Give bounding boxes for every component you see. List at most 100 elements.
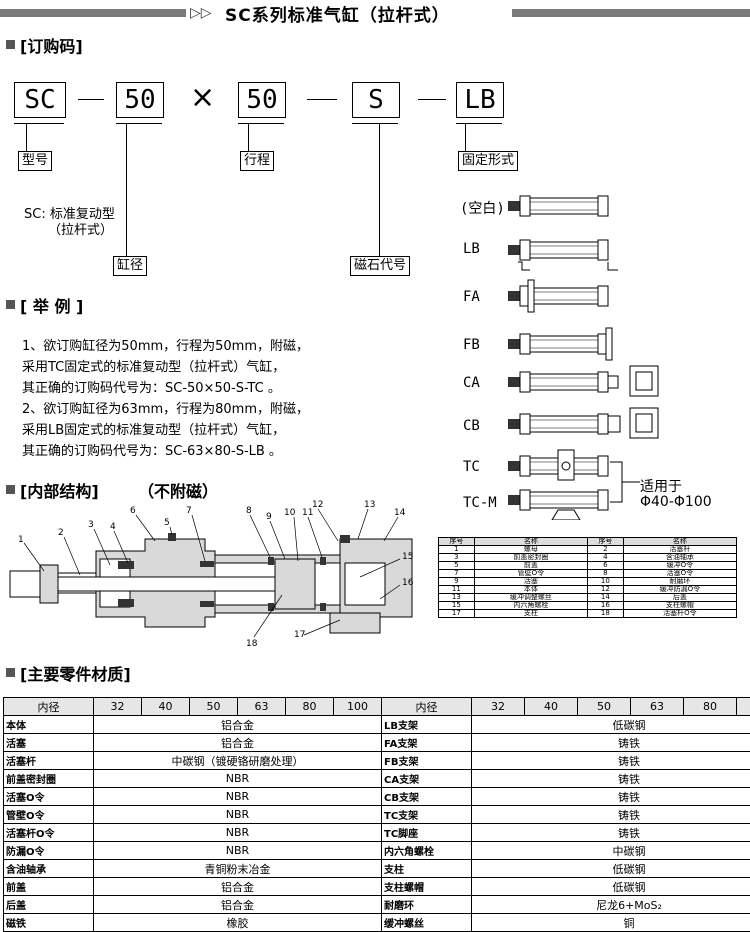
mount-ca: CA: [463, 375, 480, 391]
material: 铸铁: [471, 769, 750, 788]
underline: [352, 123, 398, 124]
example-line: 其正确的订购码代号为：SC-63×80-S-LB 。: [22, 444, 282, 459]
times-sign: ×: [190, 80, 216, 115]
header-cell: 50: [189, 697, 238, 716]
dash: [307, 99, 337, 100]
cyl-fb: [507, 327, 613, 361]
example-section-title: [ 举 例 ]: [20, 297, 84, 316]
underline: [238, 123, 284, 124]
code-mount: LB: [456, 82, 504, 118]
callout-10: 10: [284, 508, 296, 518]
example-line: 1、欲订购缸径为50mm，行程为50mm，附磁，: [22, 339, 310, 354]
material: 低碳钢: [471, 715, 750, 734]
label-stroke: 行程: [240, 151, 275, 171]
code-stroke: 50: [238, 82, 286, 118]
part-name: CA支架: [381, 769, 472, 788]
materials-section-title: [主要零件材质]: [20, 665, 131, 684]
material: 尼龙6+MoS₂: [471, 895, 750, 914]
header-arrows: ▷▷: [190, 5, 212, 21]
part-name: 含油轴承: [3, 859, 94, 878]
table-cell: 17: [438, 609, 475, 618]
header-cell: 32: [93, 697, 142, 716]
part-name: 管壁O令: [3, 805, 94, 824]
cyl-tc: [507, 449, 609, 481]
applies-text-2: Φ40-Φ100: [640, 494, 712, 510]
material: NBR: [93, 769, 382, 788]
callout-16: 16: [402, 578, 414, 588]
table-cell: 支柱: [473, 609, 588, 618]
part-name: 活塞O令: [3, 787, 94, 806]
mount-tc: TC: [463, 459, 480, 475]
callout-2: 2: [58, 528, 64, 538]
material: 中碳钢（镀硬铬研磨处理）: [93, 751, 382, 770]
example-line: 采用LB固定式的标准复动型（拉杆式）气缸，: [22, 423, 286, 438]
sc-desc-1: SC: 标准复动型: [24, 207, 115, 222]
material: 橡胶: [93, 913, 382, 932]
mount-blank: (空白): [460, 201, 505, 217]
table-row: 活塞杆中碳钢（镀硬铬研磨处理）FB支架铸铁: [3, 751, 750, 770]
material: 铸铁: [471, 751, 750, 770]
table-cell: 18: [586, 609, 624, 618]
material: 铝合金: [93, 715, 382, 734]
underline: [116, 123, 162, 124]
part-name: 后盖: [3, 895, 94, 914]
part-name: LB支架: [381, 715, 472, 734]
label-mount: 固定形式: [458, 151, 519, 171]
part-name: 磁铁: [3, 913, 94, 932]
material: 铝合金: [93, 877, 382, 896]
callout-8: 8: [246, 506, 252, 516]
header-cell: 100: [736, 697, 750, 716]
structure-section-title: [内部结构]: [20, 482, 99, 501]
label-magnet: 磁石代号: [350, 256, 411, 276]
table-row: 后盖铝合金耐磨环尼龙6+MoS₂: [3, 895, 750, 914]
callout-5: 5: [164, 518, 170, 528]
mount-cb: CB: [463, 418, 480, 434]
material: 低碳钢: [471, 859, 750, 878]
callout-7: 7: [186, 506, 192, 516]
header-cell: 内径: [3, 697, 94, 716]
cyl-lb: [507, 239, 618, 271]
material: NBR: [93, 787, 382, 806]
header-cell: 80: [285, 697, 334, 716]
part-name: 支柱: [381, 859, 472, 878]
material: 铝合金: [93, 733, 382, 752]
material: 铸铁: [471, 733, 750, 752]
leader-line: [248, 123, 249, 151]
part-name: FA支架: [381, 733, 472, 752]
part-name: 活塞: [3, 733, 94, 752]
cyl-tc-m: [507, 489, 609, 520]
cyl-ca: [507, 365, 659, 397]
header-cell: 100: [333, 697, 382, 716]
part-name: 前盖: [3, 877, 94, 896]
part-name: 耐磨环: [381, 895, 472, 914]
part-name: 活塞杆O令: [3, 823, 94, 842]
example-line: 其正确的订购码代号为：SC-50×50-S-TC 。: [22, 381, 281, 396]
order-section-title: [订购码]: [20, 37, 83, 56]
cyl-fa: [507, 279, 609, 313]
callout-11: 11: [302, 508, 313, 518]
label-bore: 缸径: [113, 256, 148, 276]
cylinder-section-drawing: 1 2 3 4 5 6 7 8 9 10 11 12 13 14 15 16 1…: [9, 500, 414, 649]
callout-13: 13: [364, 500, 375, 510]
part-name: FB支架: [381, 751, 472, 770]
part-name: 内六角螺栓: [381, 841, 472, 860]
bracket-line: [610, 461, 640, 503]
material: 青铜粉末冶金: [93, 859, 382, 878]
table-row: 磁铁橡胶缓冲螺丝铜: [3, 913, 750, 932]
cyl-blank: [507, 195, 609, 217]
mount-fa: FA: [463, 289, 480, 305]
callout-15: 15: [402, 552, 413, 562]
part-name: 活塞杆: [3, 751, 94, 770]
callout-18: 18: [246, 639, 258, 649]
sc-desc-2: （拉杆式）: [48, 223, 114, 238]
materials-table: 内径 32 40 50 63 80 100 内径 32 40 50 63 80 …: [3, 697, 750, 932]
material: NBR: [93, 805, 382, 824]
dash: [418, 99, 446, 100]
leader-line: [26, 123, 27, 151]
